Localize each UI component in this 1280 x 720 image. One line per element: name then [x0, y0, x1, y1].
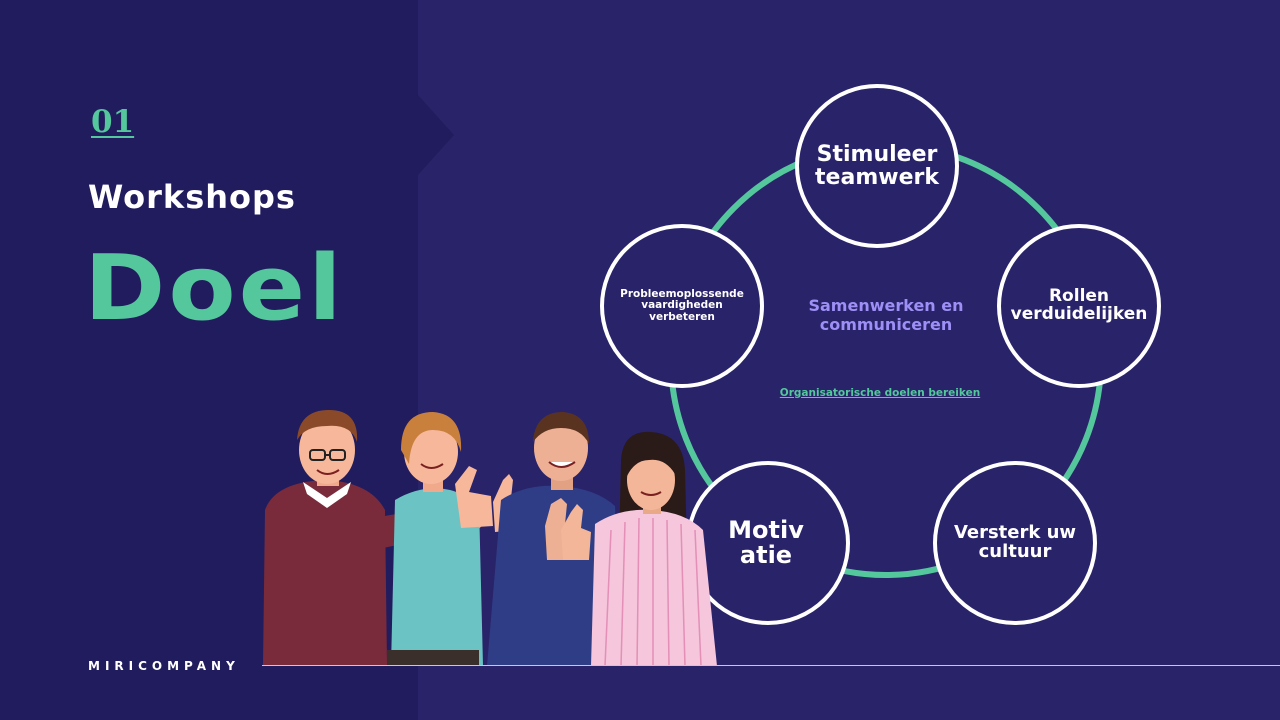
node-label: Probleemoplossende vaardigheden verbeter… [620, 288, 744, 323]
node-label: Stimuleer teamwerk [815, 141, 939, 190]
node-versterk-cultuur: Versterk uw cultuur [933, 461, 1097, 625]
node-label: Motiv atie [728, 515, 804, 569]
node-rollen-verduidelijken: Rollen verduidelijken [997, 224, 1161, 388]
node-label: Versterk uw cultuur [953, 522, 1077, 562]
page-title: Doel [84, 236, 345, 341]
node-stimuleer-teamwerk: Stimuleer teamwerk [795, 84, 959, 248]
diagram-center-subtitle: Organisatorische doelen bereiken [779, 387, 981, 399]
subtitle: Workshops [88, 178, 296, 216]
people-thumbs-up-illustration [263, 410, 717, 666]
footer-brand: MIRICOMPANY [88, 659, 240, 673]
diagram-center-title: Samenwerken en communiceren [808, 296, 964, 335]
section-number: 01 [91, 104, 135, 140]
footer-divider [262, 665, 1280, 666]
node-probleemoplossende-vaardigheden: Probleemoplossende vaardigheden verbeter… [600, 224, 764, 388]
person-pink-blouse [561, 431, 717, 666]
node-label: Rollen verduidelijken [1010, 286, 1148, 324]
panel-notch [418, 95, 454, 175]
node-motivatie: Motiv atie [686, 461, 850, 625]
